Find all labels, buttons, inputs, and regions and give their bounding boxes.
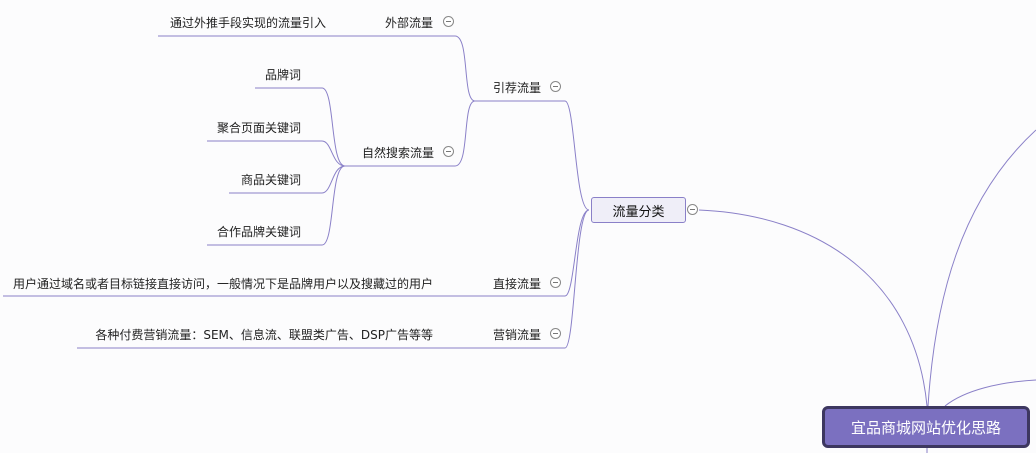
collapse-icon[interactable] — [550, 277, 561, 288]
collapse-icon[interactable] — [550, 328, 561, 339]
node-keyword[interactable]: 聚合页面关键词 — [216, 121, 301, 135]
node-keyword[interactable]: 合作品牌关键词 — [216, 225, 301, 239]
marketing-detail: 各种付费营销流量：SEM、信息流、联盟类广告、DSP广告等等 — [95, 328, 433, 342]
direct-detail: 用户通过域名或者目标链接直接访问，一般情况下是品牌用户以及搜藏过的用户 — [12, 277, 433, 291]
collapse-icon[interactable] — [443, 146, 454, 157]
node-traffic-category[interactable]: 流量分类 — [591, 197, 686, 223]
node-organic-search[interactable]: 自然搜索流量 — [362, 146, 435, 160]
node-keyword[interactable]: 商品关键词 — [240, 173, 301, 187]
node-direct-traffic[interactable]: 直接流量 — [493, 277, 542, 291]
node-referral-traffic[interactable]: 引荐流量 — [493, 81, 542, 95]
external-detail: 通过外推手段实现的流量引入 — [170, 16, 327, 30]
collapse-icon[interactable] — [443, 16, 454, 27]
root-node[interactable]: 宜品商城网站优化思路 — [822, 406, 1030, 448]
collapse-icon[interactable] — [687, 204, 698, 215]
node-external-traffic[interactable]: 外部流量 — [385, 16, 434, 30]
collapse-icon[interactable] — [550, 81, 561, 92]
node-marketing-traffic[interactable]: 营销流量 — [493, 328, 542, 342]
node-keyword[interactable]: 品牌词 — [264, 68, 301, 82]
